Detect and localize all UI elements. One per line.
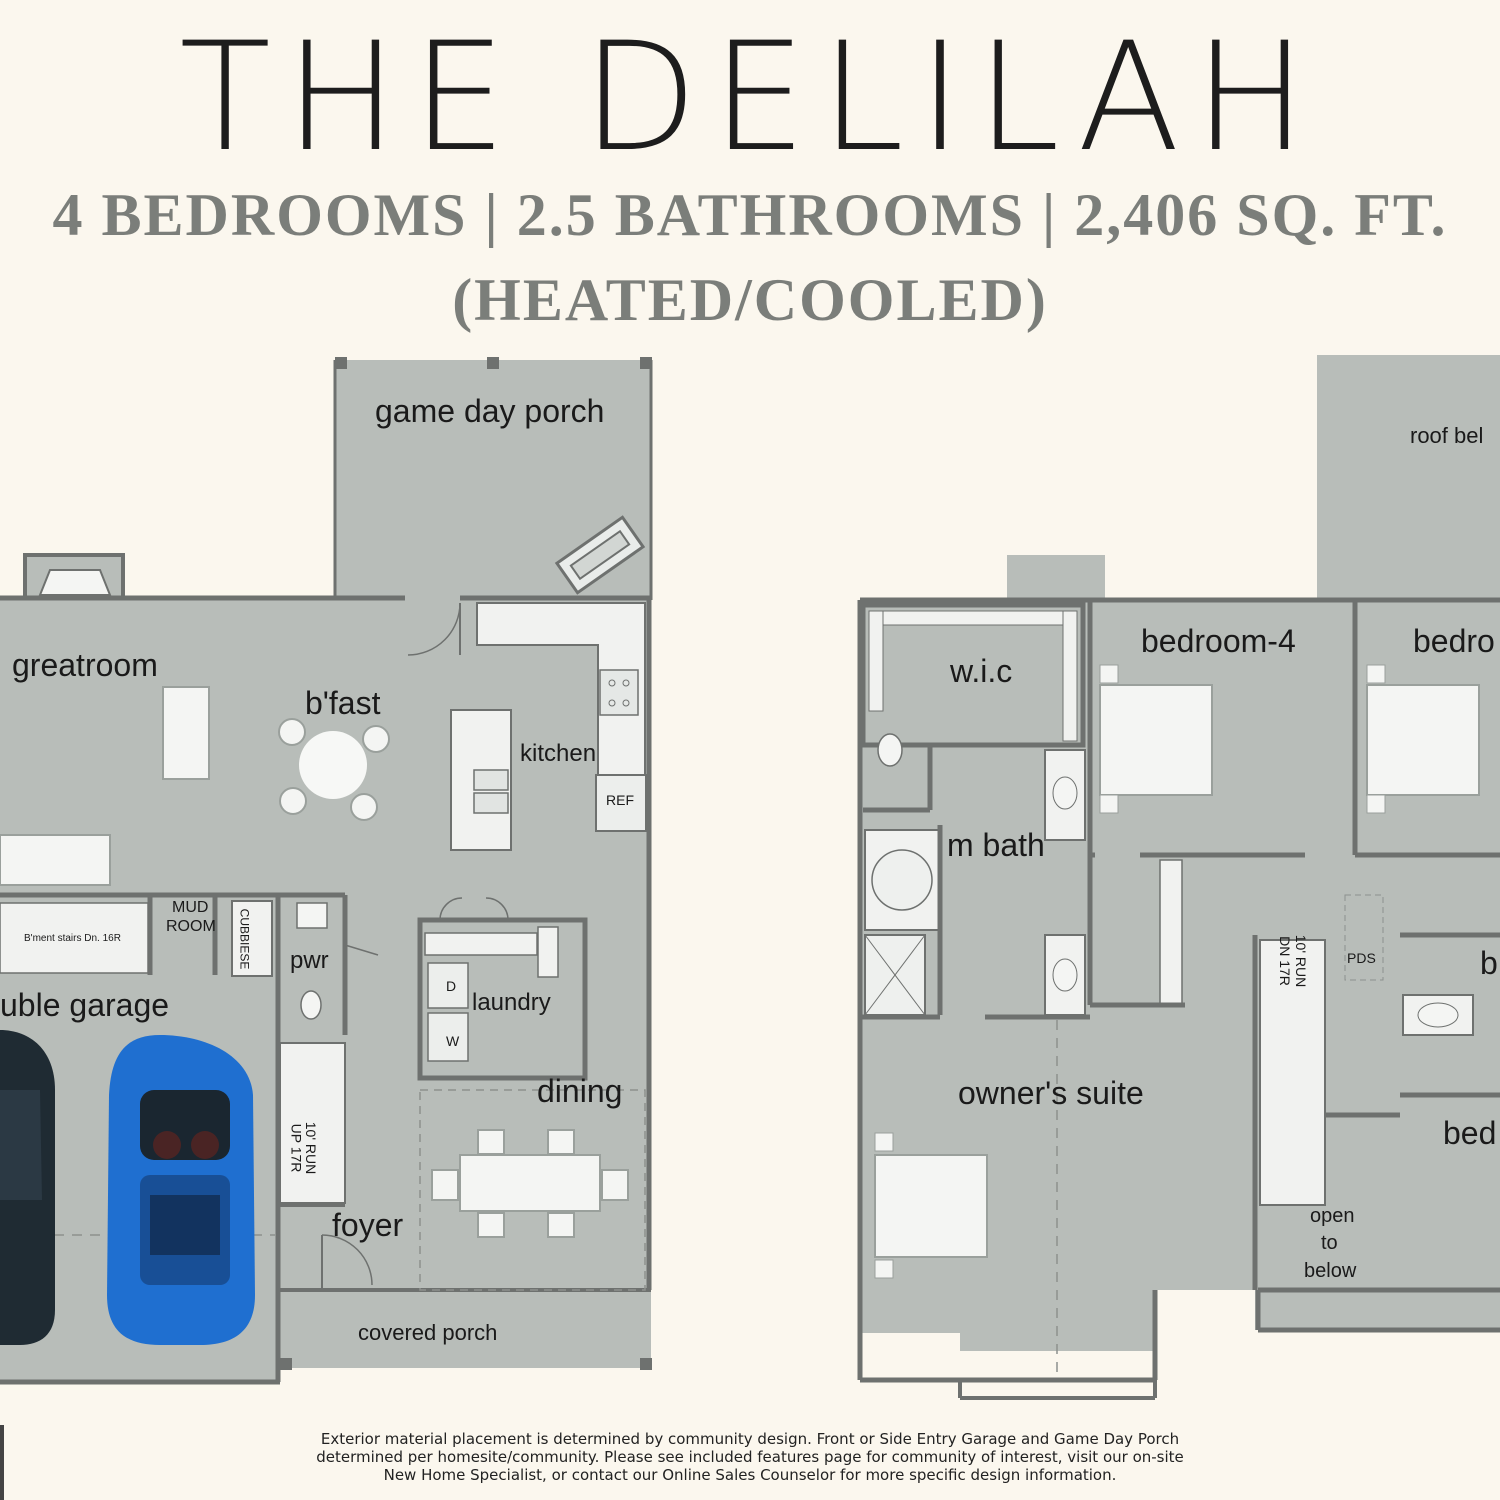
label-upper-stairs-run: 10' RUN (1293, 934, 1310, 988)
disclaimer-line-2: determined per homesite/community. Pleas… (316, 1448, 1184, 1466)
label-bfast: b'fast (305, 685, 381, 721)
specs-note: (HEATED/COOLED) (452, 267, 1048, 333)
dining-table (431, 1129, 629, 1238)
washer (427, 1012, 469, 1062)
powder-toilet (300, 990, 322, 1020)
first-floor-plan: game day porch greatroom b'fast kitchen … (0, 355, 660, 1385)
label-ref: REF (606, 792, 634, 808)
label-mud-room-2: ROOM (166, 918, 216, 935)
label-stairs-run: 10' RUN (303, 1121, 320, 1175)
label-foyer: foyer (332, 1207, 404, 1243)
second-floor-drawing (857, 355, 1500, 1405)
upper-stairs (1259, 939, 1326, 1206)
bed-right-top (1366, 664, 1480, 814)
car-right (107, 1035, 255, 1345)
owners-bed (874, 1132, 988, 1279)
disclaimer-line-3: New Home Specialist, or contact our Onli… (383, 1466, 1117, 1484)
label-garage: uble garage (0, 987, 170, 1023)
breakfast-table (278, 718, 390, 821)
first-floor-drawing (0, 357, 653, 1385)
label-bath-right: b (1480, 945, 1498, 981)
label-dining: dining (537, 1073, 623, 1109)
label-kitchen: kitchen (520, 740, 597, 767)
powder-sink (296, 902, 328, 929)
label-covered-porch: covered porch (358, 1320, 498, 1345)
label-m-bath: m bath (947, 827, 1045, 863)
label-open-3: below (1304, 1260, 1357, 1282)
car-left (0, 1030, 55, 1345)
label-cubbies: CUBBIESE (237, 908, 252, 970)
covered-porch-area (280, 1290, 651, 1368)
label-bedroom-right-top: bedro (1413, 623, 1495, 659)
toilet (877, 733, 903, 767)
roof-below-area (1317, 355, 1500, 600)
left-edge-divider (0, 1425, 4, 1500)
label-wic: w.i.c (950, 653, 1013, 689)
label-stairs-rise: UP 17R (288, 1123, 305, 1173)
wic-room (860, 602, 1086, 748)
second-floor-plan: roof bel w.i.c bedroom-4 bedro m bath 10… (855, 355, 1500, 1405)
basement-stairs (0, 902, 149, 974)
label-pds: PDS (1347, 950, 1376, 966)
label-open-2: to (1321, 1232, 1338, 1254)
label-roof-below: roof bel (1410, 423, 1484, 448)
bed-4 (1099, 664, 1213, 814)
label-bedroom-4: bedroom-4 (1141, 623, 1296, 659)
label-washer: W (446, 1033, 460, 1049)
label-bedroom-right-bottom: bed (1443, 1115, 1497, 1151)
label-dryer: D (446, 978, 457, 994)
label-basement-stairs: B'ment stairs Dn. 16R (24, 933, 121, 944)
disclaimer: Exterior material placement is determine… (230, 1430, 1270, 1484)
label-laundry: laundry (472, 989, 551, 1016)
plan-title: THE DELILAH (179, 11, 1321, 185)
label-open-1: open (1310, 1205, 1355, 1227)
chair (162, 686, 210, 780)
laundry-room (417, 917, 588, 1081)
cubbies (231, 900, 273, 977)
label-owners-suite: owner's suite (958, 1075, 1144, 1111)
label-mud-room-1: MUD (172, 899, 209, 916)
foyer-stairs (279, 1042, 346, 1204)
label-pwr: pwr (290, 947, 329, 974)
refrigerator (595, 774, 647, 832)
dryer (427, 962, 469, 1009)
disclaimer-line-1: Exterior material placement is determine… (320, 1430, 1180, 1448)
sofa (0, 834, 111, 886)
grill-icon (554, 515, 646, 595)
label-game-day-porch: game day porch (375, 393, 605, 429)
specs-line: 4 BEDROOMS | 2.5 BATHROOMS | 2,406 SQ. F… (52, 182, 1448, 248)
label-upper-stairs-down: DN 17R (1276, 936, 1293, 986)
label-greatroom: greatroom (12, 647, 158, 683)
